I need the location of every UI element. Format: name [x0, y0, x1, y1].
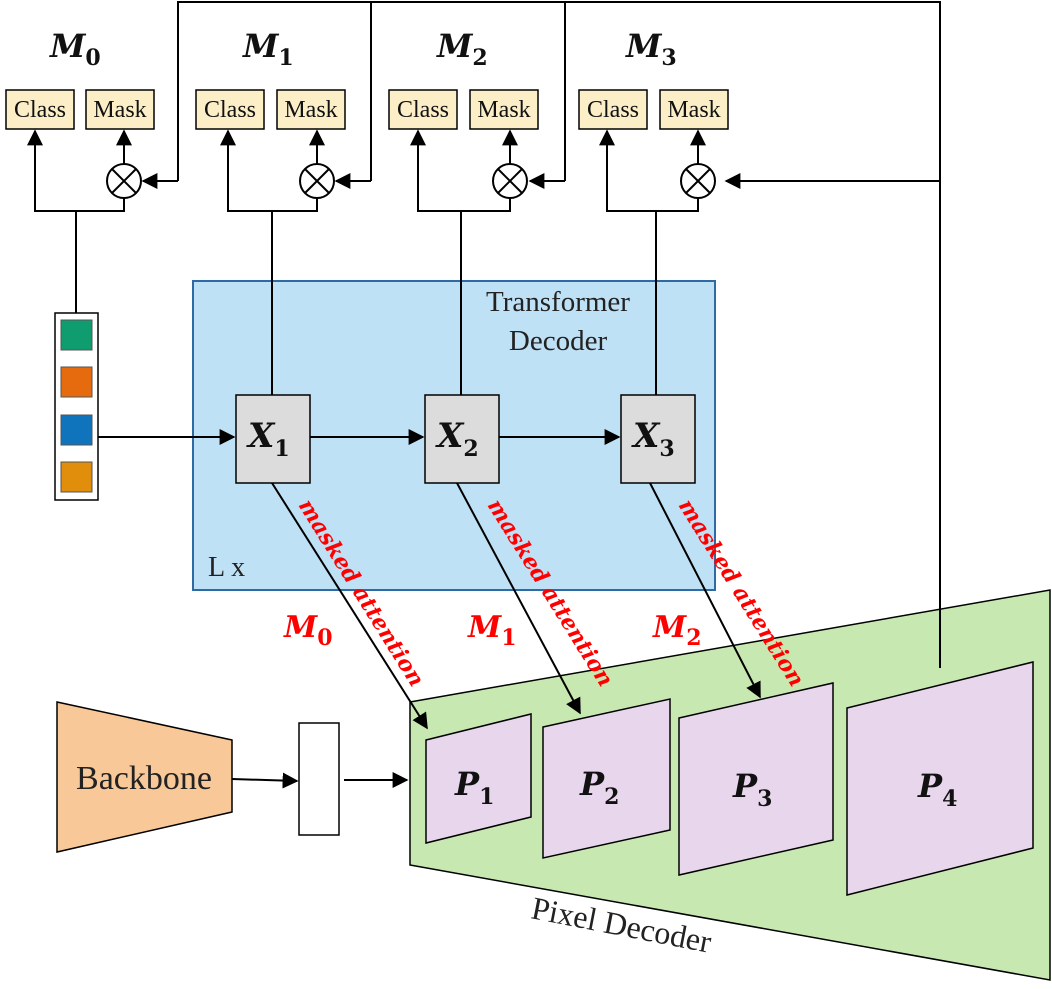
mask-label: Mask	[93, 97, 146, 123]
class-box	[5, 89, 75, 130]
mask-box	[85, 89, 155, 130]
feature-p4: P4	[846, 661, 1034, 896]
feature-p3: P3	[678, 682, 834, 876]
class-arrow	[599, 129, 699, 212]
feature-label: P2	[579, 765, 619, 810]
class-label: Class	[14, 97, 66, 123]
class-label: Class	[397, 97, 449, 123]
mask-label: Mask	[477, 97, 530, 123]
layer-x1: X1	[235, 394, 311, 484]
layer-label: X1	[246, 416, 290, 462]
feature-label: P1	[454, 765, 494, 810]
query-swatch-2	[60, 414, 93, 446]
product-icon-cross	[685, 168, 711, 194]
head-group-1: M1 Class Mask	[195, 27, 346, 395]
class-label: Class	[587, 97, 639, 123]
transformer-title-line1: Transformer	[486, 286, 630, 318]
layer-label: X2	[435, 416, 479, 462]
query-swatch-1	[60, 366, 93, 398]
feature-label: P4	[917, 767, 957, 812]
mask-box	[469, 89, 539, 130]
backbone-block	[56, 701, 233, 853]
head-title: M1	[242, 27, 294, 71]
head-title: M3	[625, 27, 677, 71]
backbone-feature-box	[298, 722, 340, 836]
class-box	[578, 89, 648, 130]
class-arrow	[410, 129, 511, 212]
head-group-0: M0 Class Mask	[5, 27, 155, 313]
head-title: M0	[49, 27, 101, 71]
feedback-line-main	[177, 1, 941, 668]
transformer-title-line2: Decoder	[509, 325, 608, 357]
mask-box	[276, 89, 346, 130]
feature-p1: P1	[425, 713, 532, 844]
attention-mask-label-0: M0	[283, 610, 333, 651]
product-icon-cross	[497, 168, 523, 194]
attention-arrow-1	[271, 482, 428, 730]
head-group-2: M2 Class Mask	[388, 27, 539, 395]
feature-p2: P2	[542, 698, 671, 859]
backbone-label: Backbone	[76, 760, 212, 797]
layer-repeat-label: L x	[208, 552, 245, 583]
mask-box	[659, 89, 729, 130]
product-icon-cross	[304, 168, 330, 194]
head-group-3: M3 Class Mask	[578, 27, 729, 395]
class-label: Class	[204, 97, 256, 123]
attention-mask-label-1: M1	[467, 610, 517, 651]
attention-arrow-3	[649, 482, 761, 699]
feature-label: P3	[732, 767, 772, 812]
head-title: M2	[436, 27, 488, 71]
layer-x2: X2	[424, 394, 500, 484]
backbone-to-feature-arrow	[231, 772, 299, 789]
query-swatch-0	[60, 319, 93, 351]
layer-x3: X3	[620, 394, 696, 484]
mask-label: Mask	[667, 97, 720, 123]
product-icon-cross	[111, 168, 137, 194]
query-swatch-3	[60, 461, 93, 493]
layer-label: X3	[631, 416, 675, 462]
attention-arrow-2	[456, 482, 581, 715]
mask-label: Mask	[284, 97, 337, 123]
attention-mask-label-2: M2	[652, 610, 702, 651]
class-box	[388, 89, 458, 130]
class-arrow	[27, 129, 125, 212]
class-box	[195, 89, 265, 130]
